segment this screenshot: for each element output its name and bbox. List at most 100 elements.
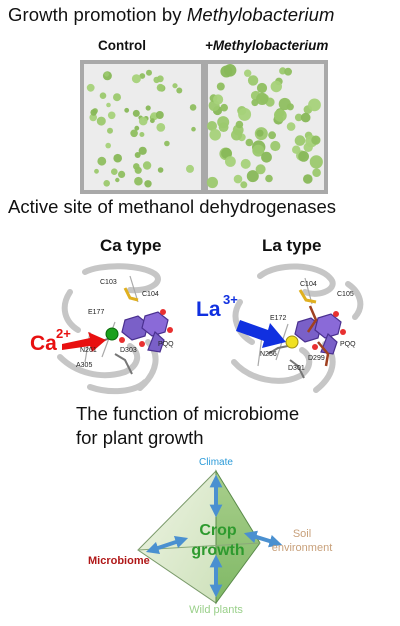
seedling-leaf <box>255 164 266 175</box>
plant-growth-photo <box>80 60 328 194</box>
seedling-leaf <box>134 166 142 174</box>
residue-label: C104 <box>142 291 159 298</box>
seedling-leaf <box>245 138 254 147</box>
seedling-leaf <box>216 82 225 91</box>
heading-ca-type: Ca type <box>100 236 162 255</box>
seedling-leaf <box>294 113 303 122</box>
seedling-leaf <box>138 146 147 155</box>
label-methylobacterium: +Methylobacterium <box>205 38 329 53</box>
seedling-leaf <box>176 87 183 94</box>
seedling-leaf <box>89 113 97 122</box>
residue-label: N256 <box>260 351 277 358</box>
pqq-oxygen <box>312 344 318 350</box>
seedling-leaf <box>146 69 152 76</box>
seedling-leaf <box>153 76 160 84</box>
seedling-leaf <box>144 180 152 188</box>
seedling-leaf <box>284 67 292 76</box>
arrow-soil <box>243 530 283 548</box>
title-microbiome-line2: for plant growth <box>76 427 204 448</box>
seedling-leaf <box>105 142 111 149</box>
seedling-leaf <box>252 144 265 157</box>
seedling-leaf <box>107 127 113 134</box>
seedling-leaf <box>94 168 99 174</box>
pqq-oxygen <box>167 327 173 333</box>
seedling-leaf <box>186 164 194 173</box>
seedling-leaf <box>312 168 321 177</box>
seedling-leaf <box>138 116 148 126</box>
crop-growth-diagram: Climate Crop growth Microbiome Soil envi… <box>88 457 333 616</box>
seedling-leaf <box>240 158 251 169</box>
seedling-leaf <box>172 83 178 89</box>
ca-structure: Ca 2+ C103 C104 E177 PQQ N261 D303 A305 <box>30 263 174 395</box>
title-growth-promotion: Growth promotion by Methylobacterium <box>8 4 334 26</box>
arrow-microbiome <box>145 535 189 555</box>
la-arrow <box>236 320 286 348</box>
seedling-leaf <box>300 112 311 123</box>
seedling-leaf <box>286 122 296 131</box>
seedling-leaf <box>256 82 268 94</box>
residue-label: N261 <box>80 347 97 354</box>
seedling-leaf <box>156 123 166 132</box>
seedling-leaf <box>298 151 309 162</box>
seedling-leaf <box>308 98 321 112</box>
ca-ion <box>105 327 119 341</box>
dish-control <box>84 64 201 190</box>
seedling-leaf <box>270 80 282 93</box>
residue-label: D299 <box>308 355 325 362</box>
ca-pqq <box>121 311 169 353</box>
seedling-leaf <box>256 129 264 137</box>
la-disulfide <box>298 289 317 304</box>
residue-label: D303 <box>120 347 137 354</box>
pqq-oxygen <box>340 329 346 335</box>
seedling-leaf <box>115 177 120 183</box>
seedling-leaf <box>103 180 110 187</box>
seedling-leaf <box>191 126 196 132</box>
seedling-leaf <box>251 99 259 107</box>
residue-label: E177 <box>88 309 104 316</box>
seedling-leaf <box>278 97 291 111</box>
ca-ion-charge: 2+ <box>56 326 71 341</box>
seedling-leaf <box>240 181 248 189</box>
seedling-leaf <box>107 111 116 120</box>
seedling-leaf <box>134 152 141 158</box>
residue-label: E172 <box>270 315 286 322</box>
seedling-leaf <box>189 104 197 111</box>
la-ion-label: La <box>196 298 221 321</box>
seedling-leaf <box>139 73 146 79</box>
la-ion-charge: 3+ <box>223 292 238 307</box>
seedling-leaf <box>217 116 230 129</box>
label-environment: environment <box>272 542 333 554</box>
label-microbiome: Microbiome <box>88 555 150 567</box>
title-active-site: Active site of methanol dehydrogenases <box>8 196 337 217</box>
label-control: Control <box>98 38 146 53</box>
label-growth: growth <box>191 542 244 559</box>
la-structure: La 3+ C104 C105 E172 PQQ N256 D299 D301 <box>196 263 364 393</box>
seedling-leaf <box>309 155 323 169</box>
seedling-leaf <box>155 111 164 119</box>
residue-label: C104 <box>300 281 317 288</box>
seedling-leaf <box>244 69 252 77</box>
seedling-leaf <box>265 174 273 183</box>
seedling-leaf <box>142 161 152 170</box>
seedling-leaf <box>157 167 164 173</box>
la-sidechain <box>267 345 305 379</box>
seedling-leaf <box>164 140 170 147</box>
seedling-leaf <box>139 132 145 137</box>
residue-label: PQQ <box>158 341 174 348</box>
seedling-leaf <box>131 74 141 84</box>
seedling-leaf <box>246 170 259 183</box>
seedling-leaf <box>213 94 224 105</box>
seedling-leaf <box>233 174 243 184</box>
pqq-oxygen <box>333 311 339 317</box>
la-sidechain <box>306 305 330 367</box>
ca-ion-label: Ca <box>30 332 57 355</box>
seedling-leaf <box>150 118 155 124</box>
residue-label: PQQ <box>340 341 356 348</box>
seedling-leaf <box>145 105 151 111</box>
seedling-leaf <box>118 170 126 178</box>
seedling-leaf <box>270 140 281 152</box>
seedling-leaf <box>113 93 121 102</box>
la-ribbon <box>231 263 364 393</box>
pqq-oxygen <box>139 341 145 347</box>
seedling-leaf <box>220 103 228 112</box>
